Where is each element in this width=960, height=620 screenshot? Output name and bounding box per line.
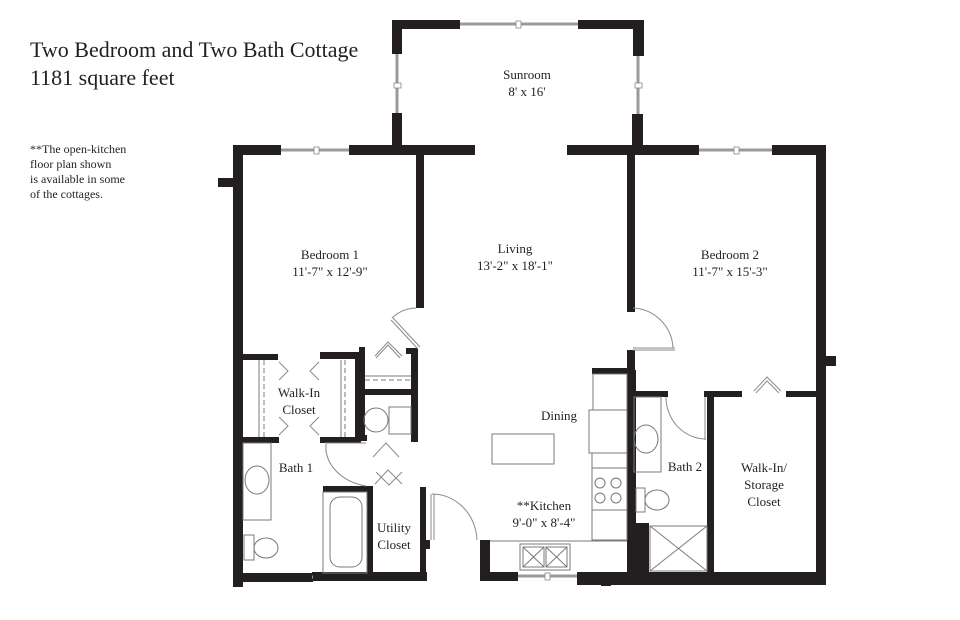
room-name: Closet <box>282 402 316 417</box>
doors <box>278 307 782 541</box>
room-dining: Dining <box>541 407 577 424</box>
plan-title: Two Bedroom and Two Bath Cottage <box>30 37 359 62</box>
exterior-windows <box>281 146 772 581</box>
note-line: of the cottages. <box>30 187 103 201</box>
room-name: Closet <box>377 537 411 552</box>
sunroom-walls <box>392 20 644 150</box>
sunroom-windows <box>393 20 643 114</box>
room-size: 9'-0" x 8'-4" <box>512 515 576 530</box>
room-name: Bedroom 2 <box>700 247 760 262</box>
room-size: 11'-7" x 15'-3" <box>692 264 768 279</box>
room-name: Bedroom 1 <box>300 247 360 262</box>
room-name: Dining <box>540 408 578 423</box>
room-name: Walk-In <box>277 385 321 400</box>
room-name: Storage <box>744 477 784 492</box>
open-kitchen-note: **The open-kitchen floor plan shown is a… <box>30 142 170 202</box>
room-walk-in-storage-closet: Walk-In/ Storage Closet <box>741 459 787 510</box>
room-size: 13'-2" x 18'-1" <box>477 258 553 273</box>
room-size: 11'-7" x 12'-9" <box>292 264 368 279</box>
note-line: is available in some <box>30 172 125 186</box>
note-line: **The open-kitchen <box>30 142 127 156</box>
room-name: Bath 2 <box>667 459 703 474</box>
interior-walls <box>243 152 818 581</box>
room-name: Living <box>497 241 533 256</box>
plan-area: 1181 square feet <box>30 65 175 90</box>
fixtures <box>242 360 708 574</box>
room-name: Closet <box>747 494 781 509</box>
room-kitchen: **Kitchen 9'-0" x 8'-4" <box>513 497 576 531</box>
room-name: Walk-In/ <box>741 460 787 475</box>
room-bath-1: Bath 1 <box>279 459 313 476</box>
plan-title-block: Two Bedroom and Two Bath Cottage 1181 sq… <box>30 36 358 92</box>
room-living: Living 13'-2" x 18'-1" <box>477 240 553 274</box>
room-bath-2: Bath 2 <box>668 458 702 475</box>
room-name: Bath 1 <box>278 460 314 475</box>
room-utility-closet: Utility Closet <box>377 519 411 553</box>
note-line: floor plan shown <box>30 157 112 171</box>
room-sunroom: Sunroom 8' x 16' <box>503 66 551 100</box>
room-name: Utility <box>377 520 411 535</box>
room-name: Sunroom <box>503 67 551 82</box>
room-walk-in-closet: Walk-In Closet <box>278 384 320 418</box>
room-size: 8' x 16' <box>508 84 546 99</box>
room-bedroom-2: Bedroom 2 11'-7" x 15'-3" <box>692 246 767 280</box>
room-name: **Kitchen <box>516 498 572 513</box>
room-bedroom-1: Bedroom 1 11'-7" x 12'-9" <box>292 246 367 280</box>
